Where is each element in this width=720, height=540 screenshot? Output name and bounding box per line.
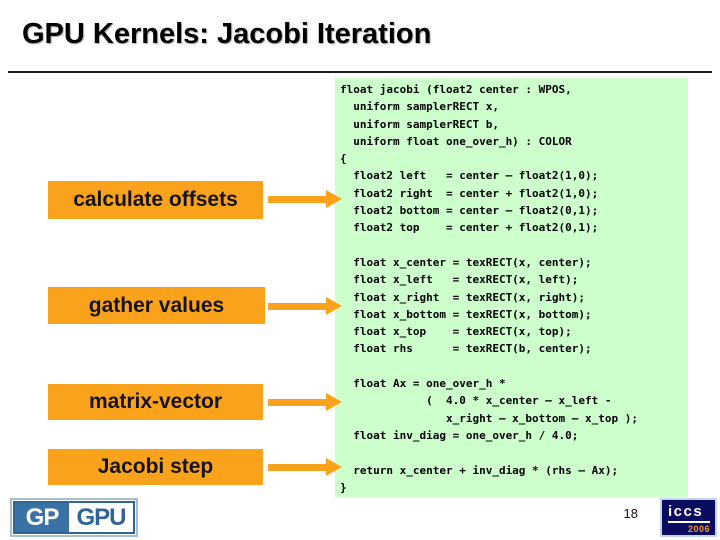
label-jacobi-step-text: Jacobi step [97, 455, 214, 478]
shader-code: float jacobi (float2 center : WPOS, unif… [340, 83, 639, 494]
arrow-jacobi-step-icon [268, 458, 342, 476]
page-number: 18 [623, 506, 638, 521]
label-calculate-offsets: calculate offsets [48, 181, 263, 219]
gpgpu-logo-gp: GP [15, 503, 69, 532]
title-divider [8, 71, 712, 73]
label-jacobi-step: Jacobi step [48, 449, 263, 485]
label-matrix-vector-text: matrix-vector [88, 390, 223, 413]
gpgpu-logo: GP GPU [10, 498, 138, 537]
iccs-logo-year: 2006 [687, 524, 710, 534]
arrow-tail [268, 303, 326, 310]
arrow-tail [268, 399, 326, 406]
arrow-matrix-vector-icon [268, 393, 342, 411]
arrow-calculate-offsets-icon [268, 190, 342, 208]
arrow-head [326, 393, 342, 411]
slide-title: GPU Kernels: Jacobi Iteration [22, 18, 432, 50]
gpgpu-logo-inner: GP GPU [13, 501, 135, 534]
arrow-tail [268, 196, 326, 203]
code-panel: float jacobi (float2 center : WPOS, unif… [335, 78, 688, 497]
gpgpu-logo-gpu: GPU [69, 503, 133, 532]
label-gather-values-text: gather values [88, 293, 225, 317]
iccs-logo-name: iccs [668, 504, 710, 523]
arrow-head [326, 297, 342, 315]
label-gather-values: gather values [48, 287, 265, 324]
arrow-tail [268, 464, 326, 471]
arrow-gather-values-icon [268, 297, 342, 315]
label-calculate-offsets-text: calculate offsets [73, 188, 238, 211]
arrow-head [326, 458, 342, 476]
label-matrix-vector: matrix-vector [48, 384, 263, 420]
arrow-head [326, 190, 342, 208]
iccs-logo: iccs 2006 [660, 498, 717, 537]
